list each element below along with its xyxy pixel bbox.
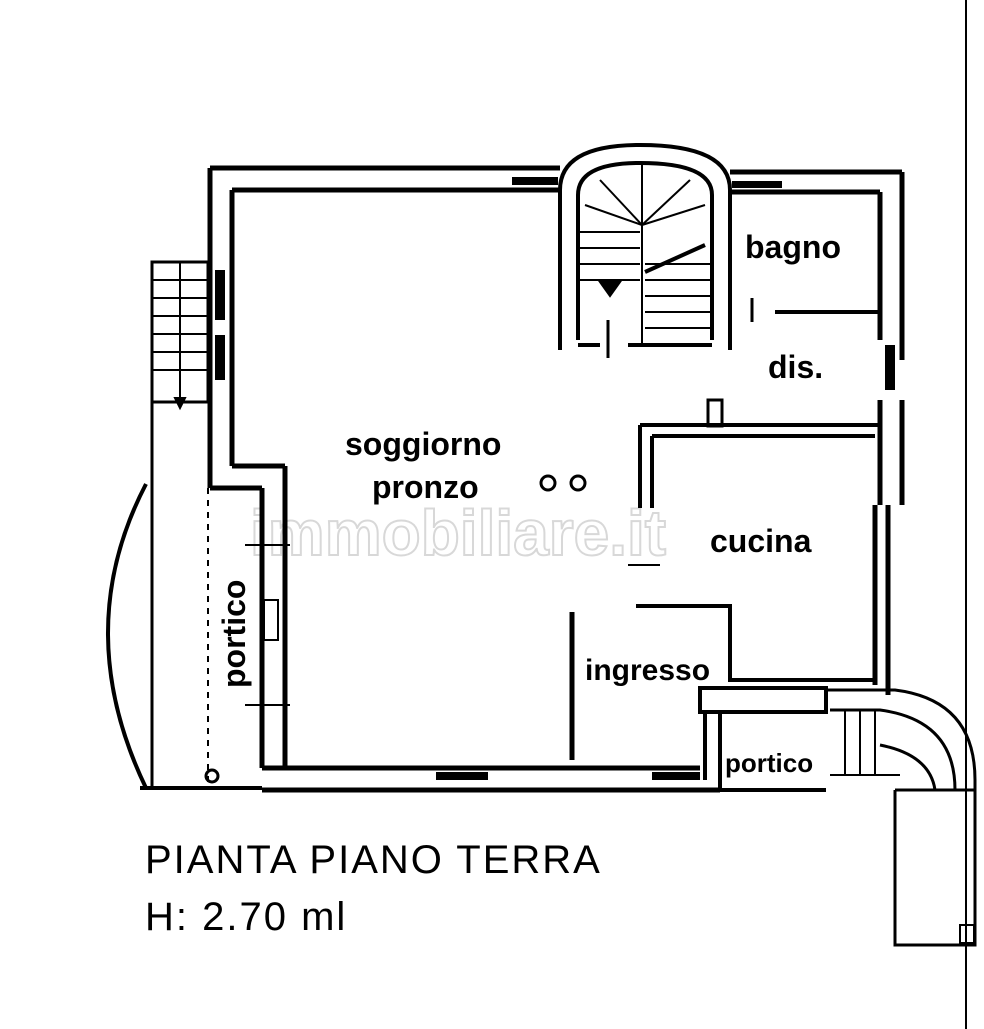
label-cucina: cucina: [710, 523, 812, 559]
outer-walls: [207, 165, 905, 793]
left-stair: [150, 260, 210, 411]
watermark: immobiliare.it: [250, 497, 666, 569]
windows: [215, 177, 895, 780]
plan-height: H: 2.70 ml: [145, 895, 347, 939]
label-portico-right: portico: [725, 748, 813, 778]
label-portico-left: portico: [216, 580, 252, 688]
column-markers: [539, 474, 587, 492]
label-dis: dis.: [768, 349, 823, 385]
interior-walls: [569, 298, 880, 792]
label-ingresso: ingresso: [585, 654, 710, 687]
stair-treads: [580, 165, 710, 345]
label-bagno: bagno: [745, 229, 841, 265]
right-portico-stair: [826, 688, 977, 947]
left-portico: [106, 402, 290, 790]
label-soggiorno: soggiorno: [345, 426, 501, 462]
label-pranzo: pronzo: [372, 469, 479, 505]
plan-title: PIANTA PIANO TERRA: [145, 838, 602, 882]
